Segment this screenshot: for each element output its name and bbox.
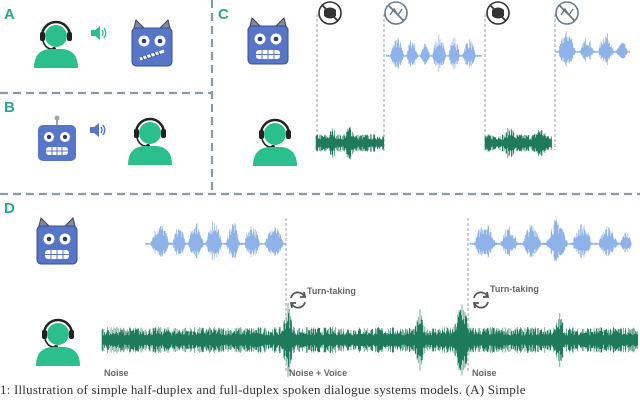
robot-voice-waveform xyxy=(385,34,482,72)
noise-label: Noise xyxy=(472,368,497,378)
panel-label-b: B xyxy=(4,99,15,116)
turn-taking-label: Turn-taking xyxy=(490,284,539,294)
human-noise-waveform xyxy=(484,128,552,158)
human-noise-waveform xyxy=(315,126,385,160)
turn-taking-label: Turn-taking xyxy=(307,286,356,296)
noise-voice-label: Noise + Voice xyxy=(289,368,348,378)
robot-voice-waveform xyxy=(145,221,287,260)
panel-label-c: C xyxy=(218,6,229,23)
robot-voice-waveform xyxy=(555,30,631,67)
panel-label-d: D xyxy=(4,200,15,217)
noise-label: Noise xyxy=(104,368,129,378)
figure-caption: 1: Illustration of simple half-duplex an… xyxy=(0,382,526,397)
panel-label-a: A xyxy=(4,6,15,23)
human-noise-waveform xyxy=(101,302,639,378)
robot-voice-waveform xyxy=(469,219,632,262)
